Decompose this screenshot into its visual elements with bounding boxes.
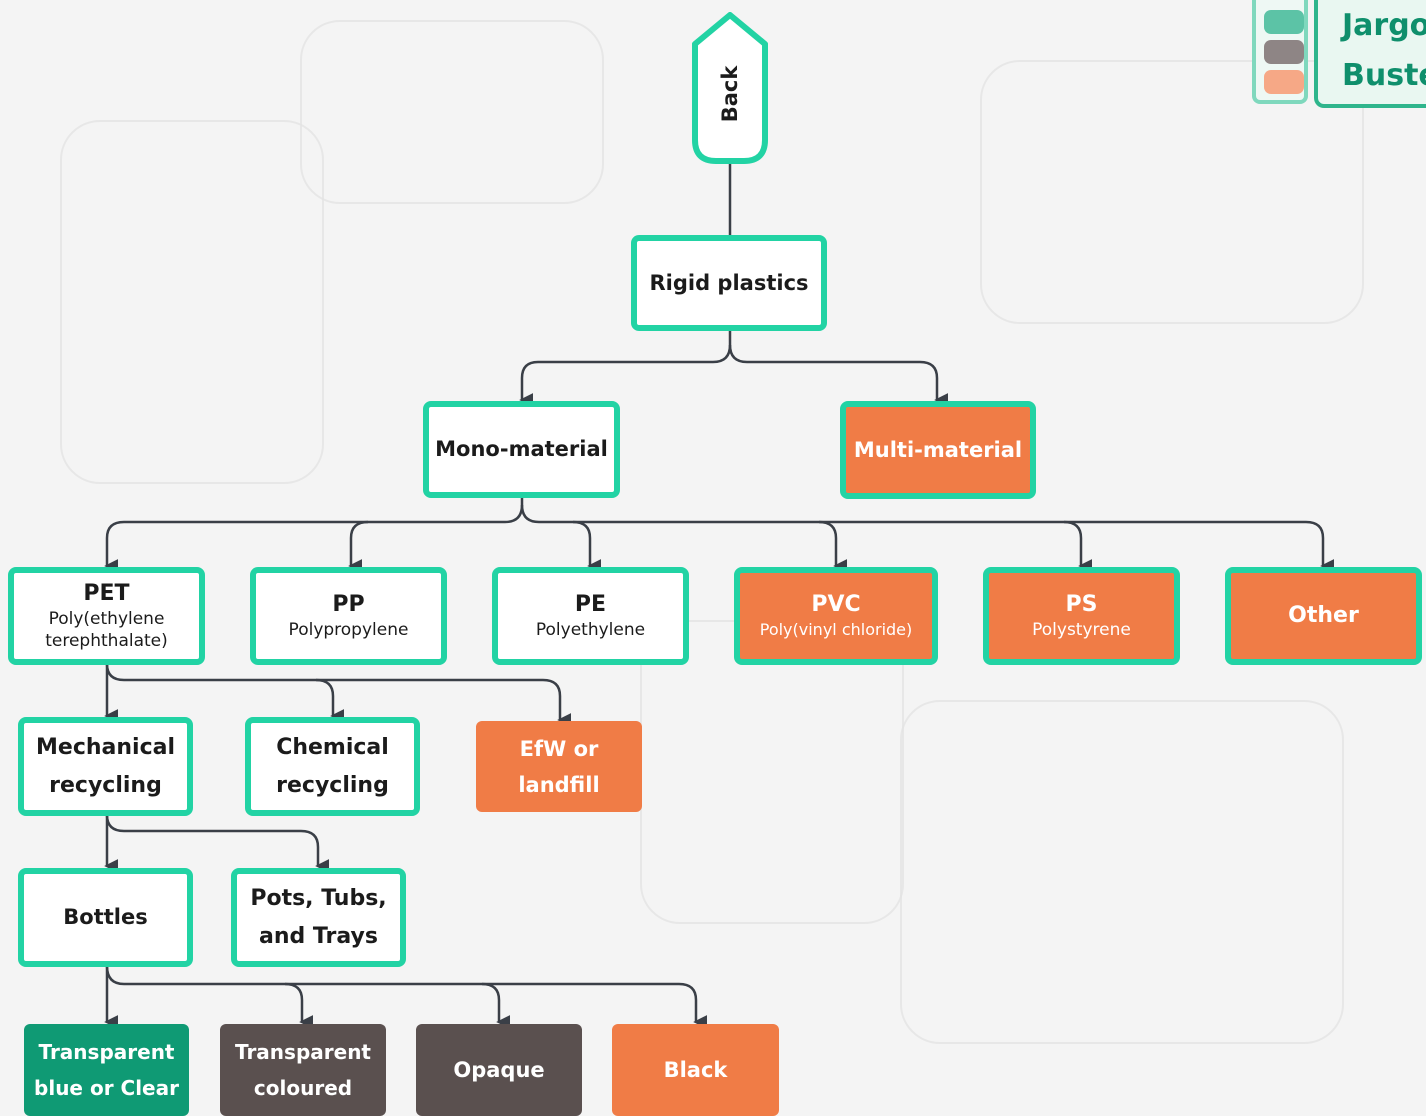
background-shape: [300, 20, 604, 204]
connector-mono-pet: [104, 497, 524, 573]
node-label: Rigid plastics: [649, 270, 809, 295]
logo-word-1: Jargo: [1342, 8, 1426, 43]
logo-word-2: Buste: [1342, 58, 1426, 93]
node-mechanical-recycling[interactable]: Mechanical recycling: [18, 717, 193, 816]
node-pots-tubs-trays[interactable]: Pots, Tubs, and Trays: [231, 868, 406, 967]
node-opaque[interactable]: Opaque: [416, 1024, 582, 1116]
colour-label: Transparent coloured: [235, 1040, 371, 1100]
colour-label: Black: [663, 1058, 728, 1082]
node-ps[interactable]: PS Polystyrene: [983, 567, 1180, 665]
connector-mono-pe: [520, 504, 602, 573]
node-transparent-clear[interactable]: Transparent blue or Clear: [24, 1024, 189, 1116]
connector-bottles-black: [105, 965, 708, 1029]
polymer-abbr: Other: [1288, 603, 1359, 628]
polymer-abbr: PP: [332, 592, 365, 617]
route-label: Mechanical recycling: [36, 734, 175, 798]
colour-label: Opaque: [453, 1058, 545, 1082]
connector-pet-efw: [105, 663, 572, 727]
connector-mono-pp: [348, 520, 369, 573]
node-chemical-recycling[interactable]: Chemical recycling: [245, 717, 420, 816]
node-pvc[interactable]: PVC Poly(vinyl chloride): [734, 567, 938, 665]
polymer-abbr: PVC: [811, 592, 861, 617]
node-pe[interactable]: PE Polyethylene: [492, 567, 689, 665]
route-label: Chemical recycling: [276, 734, 389, 798]
background-shape: [900, 700, 1344, 1044]
back-button[interactable]: [692, 12, 768, 164]
colour-key-panel: [1252, 0, 1308, 104]
node-bottles[interactable]: Bottles: [18, 868, 193, 967]
node-multi-material[interactable]: Multi-material: [840, 401, 1036, 499]
connector-bottles-opaque: [481, 982, 511, 1029]
polymer-name: Polypropylene: [288, 620, 409, 640]
node-pet[interactable]: PET Poly(ethylene terephthalate): [8, 567, 205, 665]
node-label: Multi-material: [853, 437, 1023, 462]
polymer-abbr: PE: [574, 592, 607, 617]
polymer-abbr: PET: [83, 581, 130, 606]
colour-key-grey: [1264, 40, 1304, 64]
connector-mono-other: [573, 520, 1335, 573]
connector-root-mono: [519, 330, 732, 407]
connector-root-multi: [728, 344, 949, 407]
background-shape: [980, 60, 1364, 324]
colour-label: Transparent blue or Clear: [34, 1040, 179, 1100]
colour-key-orange: [1264, 70, 1304, 94]
jargon-buster-board: Jargo Buste: [1314, 0, 1426, 108]
node-rigid-plastics[interactable]: Rigid plastics: [631, 235, 827, 331]
route-label: EfW or landfill: [518, 736, 600, 797]
colour-key-green: [1264, 10, 1304, 34]
node-label: Mono-material: [435, 437, 608, 461]
connector-mechanical-pots: [105, 814, 330, 873]
polymer-name: Polystyrene: [1032, 620, 1131, 640]
polymer-name: Poly(ethylene terephthalate): [45, 609, 168, 651]
connector-bottles-coloured: [284, 982, 314, 1029]
connector-mono-ps: [1063, 520, 1093, 573]
node-other[interactable]: Other: [1225, 567, 1422, 665]
node-efw-landfill[interactable]: EfW or landfill: [476, 721, 642, 812]
polymer-name: Poly(vinyl chloride): [759, 620, 913, 639]
back-label: Back: [718, 65, 742, 123]
polymer-name: Polyethylene: [535, 620, 646, 640]
node-black[interactable]: Black: [612, 1024, 779, 1116]
node-pp[interactable]: PP Polypropylene: [250, 567, 447, 665]
format-label: Bottles: [63, 905, 148, 929]
connector-pet-chemical: [315, 678, 345, 723]
connector-mono-pvc: [818, 520, 848, 573]
node-transparent-coloured[interactable]: Transparent coloured: [220, 1024, 386, 1116]
format-label: Pots, Tubs, and Trays: [250, 885, 387, 949]
polymer-abbr: PS: [1065, 592, 1098, 617]
node-mono-material[interactable]: Mono-material: [423, 401, 620, 498]
background-shape: [60, 120, 324, 484]
